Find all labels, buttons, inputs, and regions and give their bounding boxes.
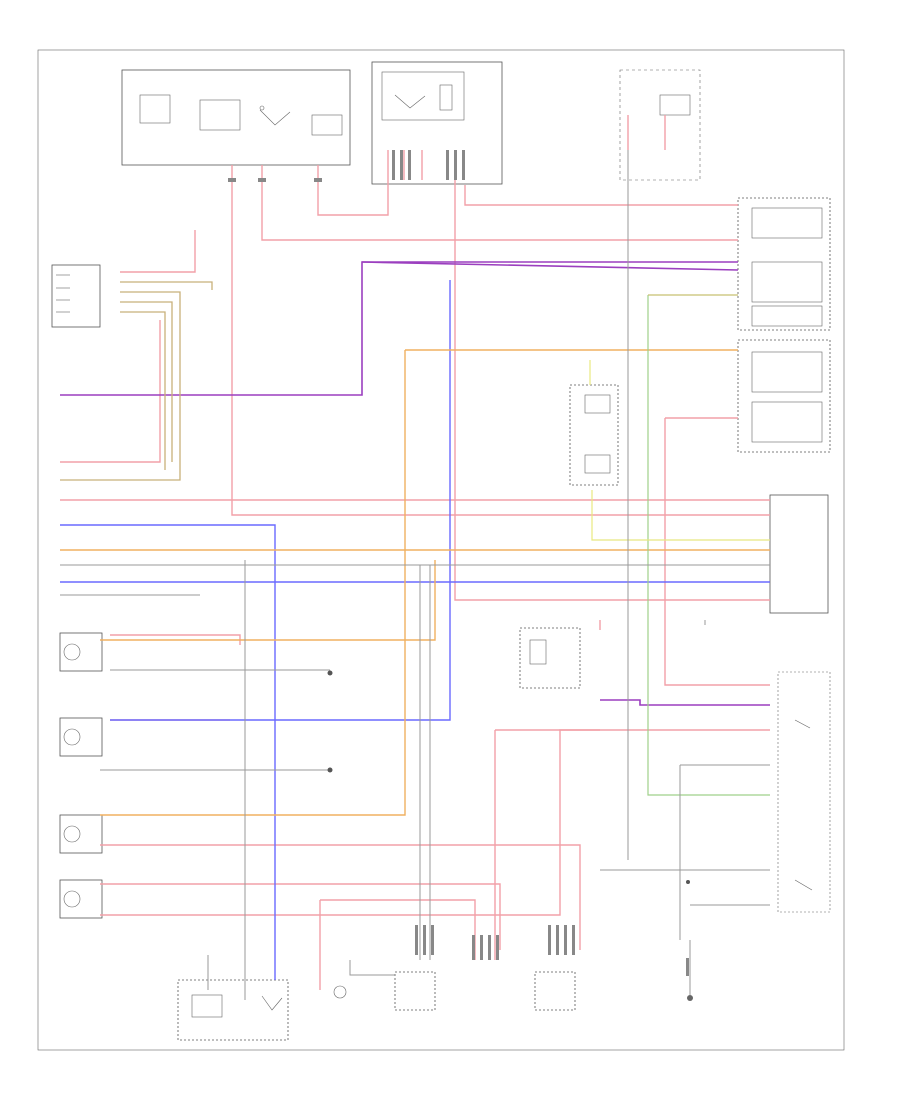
purple-wires <box>60 261 770 706</box>
right-upper-switch-box <box>737 197 831 331</box>
hot-at-all-times-fuse-box <box>121 69 351 166</box>
right-headlight-low-beam <box>59 717 103 757</box>
left-high-beam <box>59 814 103 854</box>
bottom-switch <box>333 985 347 999</box>
orange-wires <box>60 349 770 816</box>
center-relay <box>569 384 619 486</box>
blue-wires <box>60 280 770 980</box>
bottom-connector-2 <box>534 971 576 1011</box>
diagram-border <box>37 49 845 1051</box>
ground-point-bottom-right <box>687 940 693 1001</box>
pink-wires <box>60 115 770 990</box>
right-connector-block <box>769 494 829 614</box>
fuse-top-right <box>619 69 701 181</box>
gray-wires <box>60 150 770 1000</box>
center-lower-relay <box>519 627 581 689</box>
bottom-connector-1 <box>394 971 436 1011</box>
green-olive-wires <box>60 281 770 796</box>
bottom-left-relay <box>177 979 289 1041</box>
right-middle-switch-box <box>737 339 831 453</box>
connector-pins <box>228 150 690 976</box>
left-connector <box>51 264 101 328</box>
left-headlight-low-beam <box>59 632 103 672</box>
right-lower-switch-box <box>777 671 831 913</box>
relay-box-top-center <box>371 61 503 185</box>
right-high-beam <box>59 879 103 919</box>
